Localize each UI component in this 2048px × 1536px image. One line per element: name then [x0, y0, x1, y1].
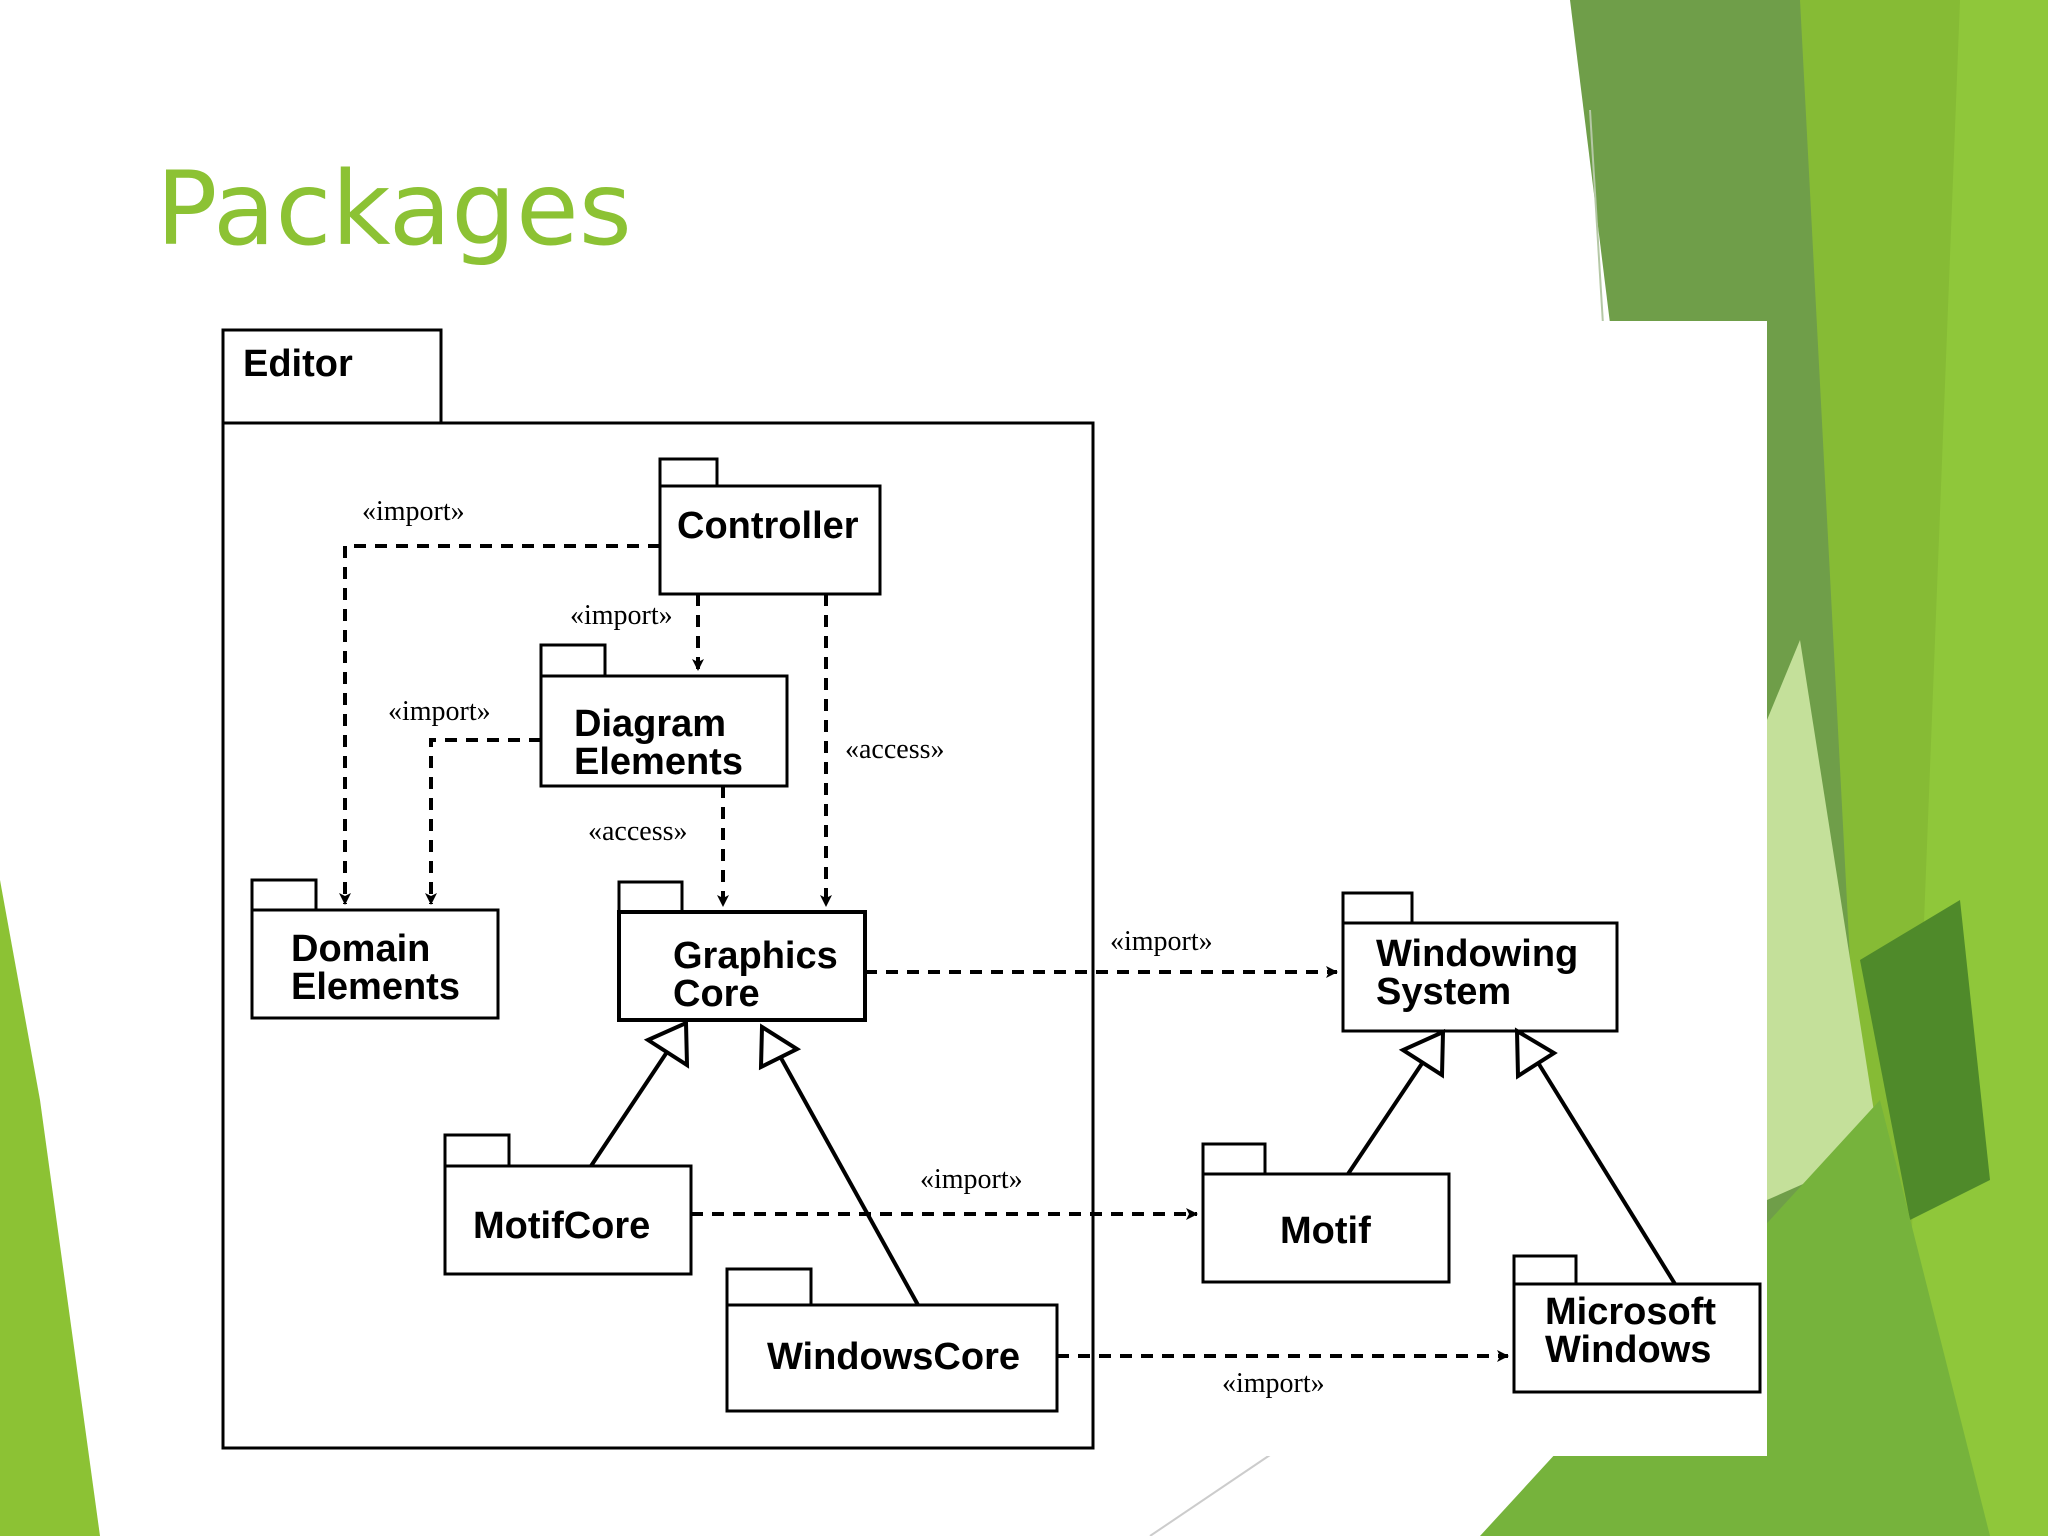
label-import-controller-domain: «import» [362, 496, 465, 527]
dependency-controller-domain [339, 544, 660, 905]
package-body [250, 908, 500, 1020]
deco-thin-line-bottom [1149, 1454, 1271, 1536]
package-body [725, 1303, 1059, 1413]
package-tab [658, 457, 719, 488]
deco-shard-dark [1860, 900, 1990, 1220]
package-windows-core-label: WindowsCore [767, 1336, 1020, 1378]
label-import-windowscore-mswindows: «import» [1222, 1368, 1325, 1399]
generalization-line-mswindows [1535, 1059, 1677, 1286]
deco-shard-mid-pale [1767, 640, 1880, 1200]
generalization-line-motif [1346, 1054, 1429, 1176]
package-editor-body [221, 421, 1095, 1450]
package-windows-core: WindowsCore [725, 1267, 1059, 1413]
package-tab [443, 1133, 511, 1168]
label-access-controller-graphics: «access» [845, 734, 945, 765]
slide-title: Packages [156, 150, 632, 269]
deco-shard-left [0, 880, 100, 1536]
generalization-head-motif [1398, 1028, 1446, 1079]
generalization-head-windowscore [758, 1023, 802, 1071]
package-editor-label: Editor [243, 343, 353, 385]
package-tab [725, 1267, 813, 1307]
package-motif: Motif [1201, 1142, 1451, 1284]
package-tab [1341, 891, 1414, 925]
package-body [1341, 921, 1619, 1033]
generalization-line-windowscore [779, 1057, 920, 1306]
package-body [539, 674, 789, 788]
package-editor: Editor [221, 328, 1095, 1450]
dependency-diagram-domain [425, 738, 541, 905]
package-tab [250, 878, 318, 912]
package-motif-label: Motif [1280, 1210, 1371, 1252]
label-import-motifcore-motif: «import» [920, 1164, 1023, 1195]
package-controller: Controller [658, 457, 882, 596]
package-motif-core: MotifCore [443, 1133, 693, 1276]
label-import-graphics-windowing: «import» [1110, 926, 1213, 957]
generalization-head-motifcore [643, 1019, 690, 1069]
package-tab [539, 643, 607, 678]
package-tab [1512, 1254, 1578, 1286]
package-body [1512, 1282, 1762, 1394]
package-tab [1201, 1142, 1267, 1176]
package-body [1201, 1172, 1451, 1284]
generalization-line-motifcore [589, 1041, 675, 1168]
label-import-controller-diagram: «import» [570, 600, 673, 631]
generalization-head-mswindows [1514, 1027, 1558, 1080]
label-import-diagram-domain: «import» [388, 696, 491, 727]
package-body [658, 484, 882, 596]
package-motif-core-label: MotifCore [473, 1205, 650, 1247]
package-controller-label: Controller [677, 505, 859, 547]
package-body [617, 910, 867, 1022]
package-body [443, 1164, 693, 1276]
package-tab [617, 880, 684, 914]
label-access-diagram-graphics: «access» [588, 816, 688, 847]
